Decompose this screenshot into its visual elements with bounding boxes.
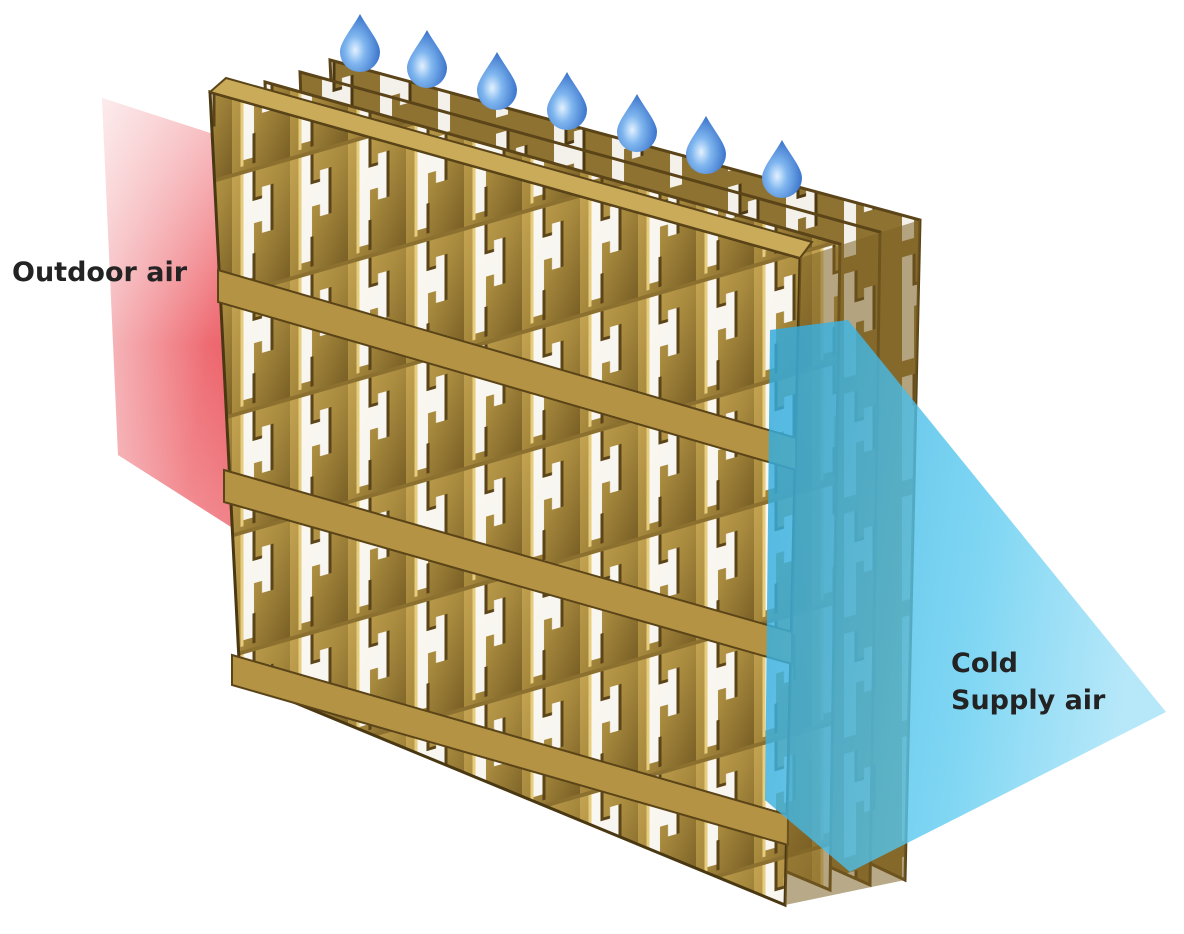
water-drops: [340, 14, 802, 198]
water-drop-icon: [407, 30, 447, 88]
water-drop-icon: [340, 14, 380, 72]
water-drop-icon: [477, 52, 517, 110]
cold-supply-air-label-line2: Supply air: [951, 685, 1106, 716]
cold-supply-air-label: Cold Supply air: [951, 645, 1105, 719]
media-top-rail: [207, 76, 814, 260]
water-drop-icon: [762, 140, 802, 198]
cold-supply-air-flow: [765, 320, 1166, 872]
cold-supply-air-label-line1: Cold: [951, 648, 1018, 679]
water-drop-icon: [547, 72, 587, 130]
water-drop-icon: [617, 94, 657, 152]
outdoor-air-label: Outdoor air: [12, 257, 188, 288]
water-drop-icon: [686, 116, 726, 174]
